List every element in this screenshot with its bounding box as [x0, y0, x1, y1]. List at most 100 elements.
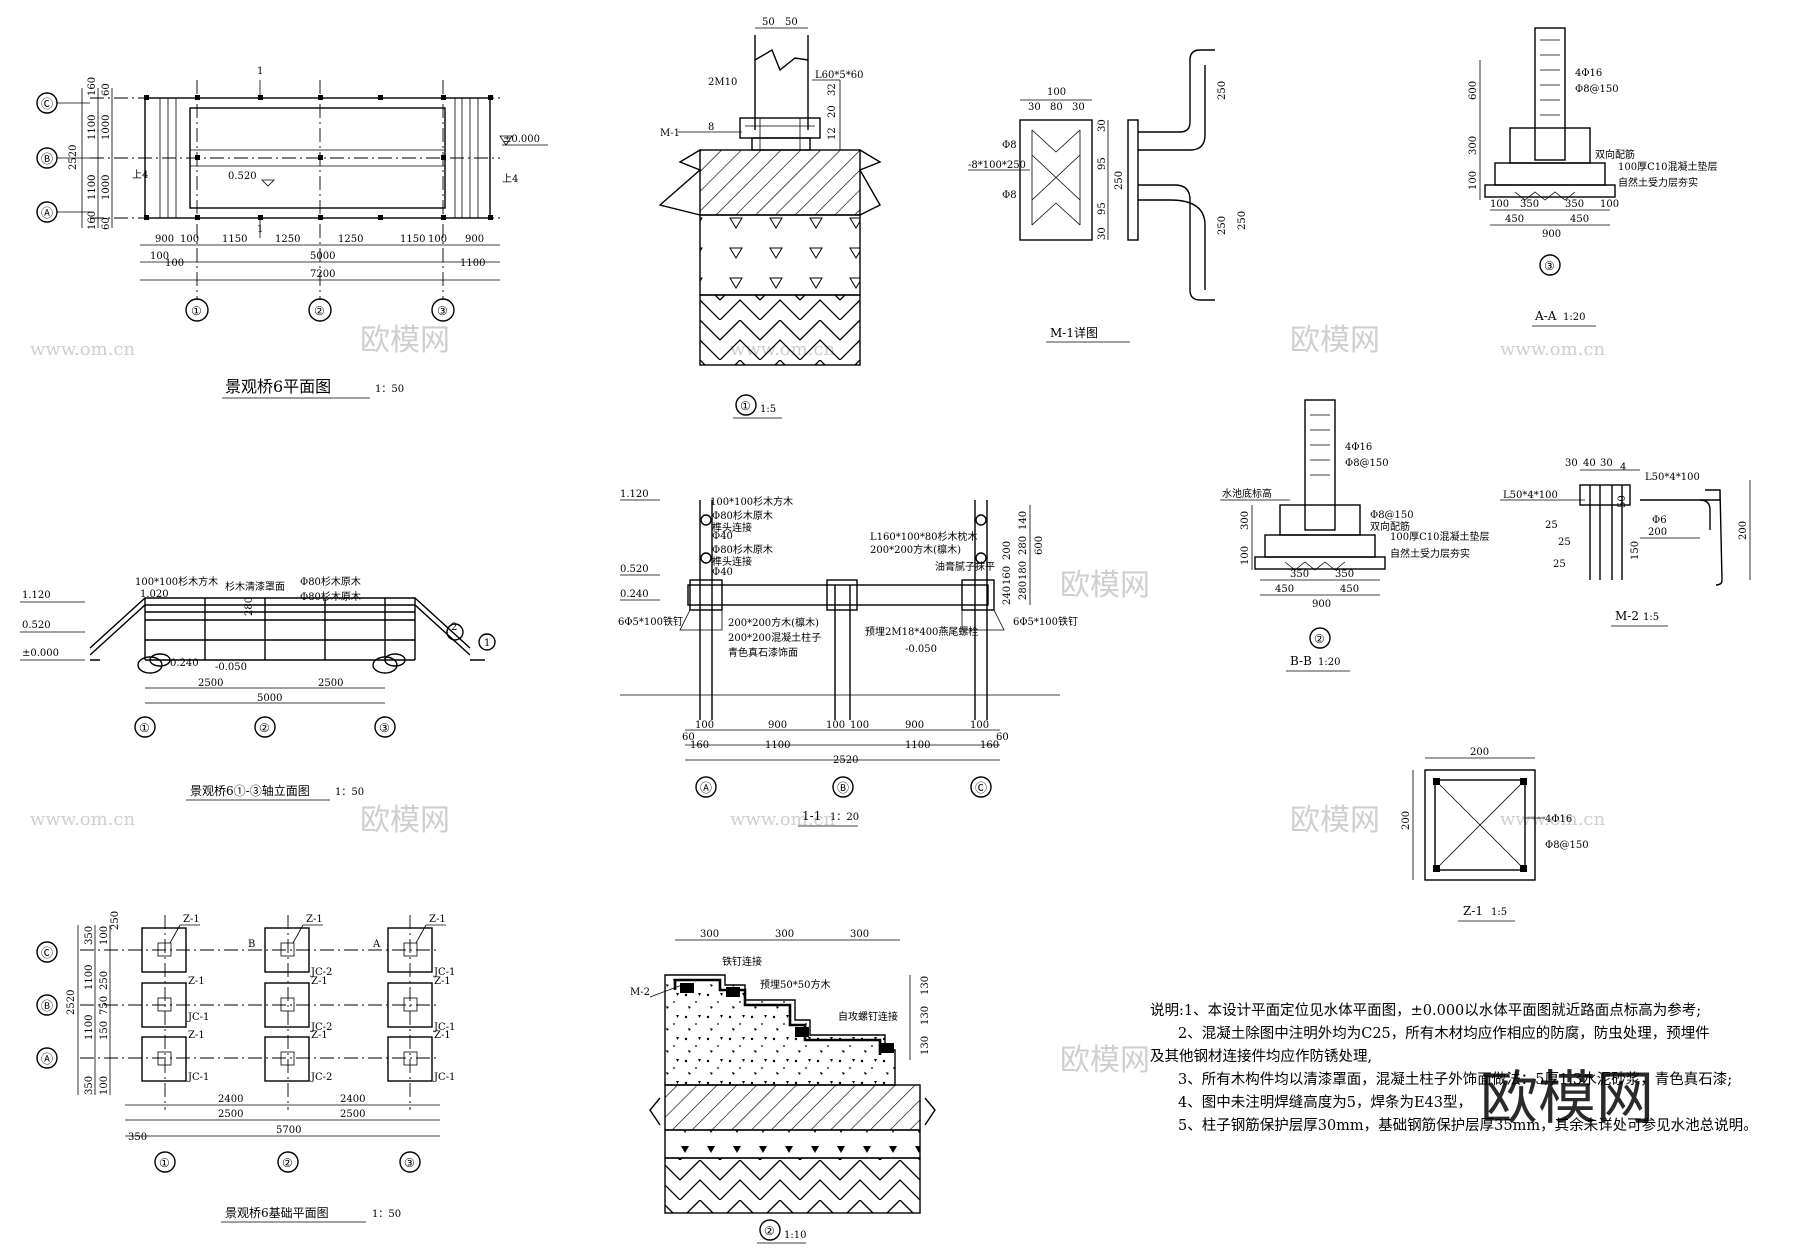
svg-text:200: 200	[1002, 541, 1013, 560]
svg-text:铁钉连接: 铁钉连接	[722, 955, 762, 968]
svg-text:Φ8@150: Φ8@150	[1545, 840, 1589, 851]
svg-text:自然土受力层夯实: 自然土受力层夯实	[1390, 547, 1470, 560]
node2-title: ②	[764, 1224, 775, 1238]
watermark-text: 欧模网	[360, 323, 450, 358]
axis-bubble-c: Ⓒ	[41, 97, 53, 111]
watermark-logo: 欧模网	[1480, 1064, 1654, 1132]
svg-text:30: 30	[1565, 458, 1578, 469]
svg-text:Φ80杉木原木: Φ80杉木原木	[712, 543, 773, 556]
m1-detail: 100 30 80 30 -8*100*250 Φ8 Φ8 95 95 30 3…	[968, 49, 1248, 343]
svg-text:300: 300	[775, 929, 794, 940]
m2-title: M-2	[1615, 609, 1639, 623]
node2-detail: 300 300 300 铁钉连接 预埋50*50方木 自攻螺钉连接 M-2 13…	[630, 929, 936, 1244]
note-line: 及其他钢材连接件均应作防锈处理,	[1150, 1049, 1373, 1065]
svg-text:50: 50	[762, 17, 775, 28]
svg-text:1100: 1100	[460, 258, 485, 269]
svg-text:预埋2M18*400燕尾螺栓: 预埋2M18*400燕尾螺栓	[865, 625, 978, 638]
svg-text:100: 100	[99, 926, 110, 945]
svg-text:2520: 2520	[66, 990, 77, 1015]
svg-text:300: 300	[1468, 136, 1479, 155]
note-line: 4、图中未注明焊缝高度为5，焊条为E43型，	[1178, 1095, 1472, 1111]
svg-text:30: 30	[1072, 102, 1085, 113]
svg-text:Z-1: Z-1	[188, 1030, 205, 1041]
svg-text:JC-2: JC-2	[310, 967, 332, 978]
bb-title: B-B	[1290, 654, 1312, 668]
elevation-title: 景观桥6①-③轴立面图	[190, 783, 310, 798]
svg-text:350: 350	[84, 926, 95, 945]
svg-text:Φ8: Φ8	[1002, 190, 1017, 201]
svg-text:M-1: M-1	[660, 128, 680, 139]
svg-text:-8*100*250: -8*100*250	[968, 160, 1026, 171]
svg-text:250: 250	[1217, 81, 1228, 100]
svg-text:100: 100	[850, 720, 869, 731]
svg-text:160: 160	[87, 77, 98, 96]
svg-text:250: 250	[99, 971, 110, 990]
svg-text:160: 160	[690, 740, 709, 751]
svg-text:6Φ5*100铁钉: 6Φ5*100铁钉	[618, 615, 683, 628]
svg-text:L50*4*100: L50*4*100	[1503, 490, 1558, 501]
watermark-text: 欧模网	[1060, 568, 1150, 603]
svg-text:Z-1: Z-1	[434, 976, 451, 987]
svg-text:Φ8@150: Φ8@150	[1575, 84, 1619, 95]
svg-text:JC-1: JC-1	[187, 1012, 209, 1023]
svg-text:280: 280	[1018, 536, 1029, 555]
svg-text:100: 100	[180, 234, 199, 245]
svg-text:1:20: 1:20	[1563, 312, 1585, 323]
svg-text:5000: 5000	[310, 251, 335, 262]
svg-text:300: 300	[850, 929, 869, 940]
svg-text:JC-1: JC-1	[187, 1072, 209, 1083]
svg-text:280: 280	[1018, 581, 1029, 600]
svg-text:①: ①	[139, 721, 150, 735]
svg-text:1100: 1100	[905, 740, 930, 751]
svg-text:A: A	[372, 939, 381, 950]
m1-title: M-1详图	[1050, 325, 1098, 340]
svg-text:150: 150	[1630, 541, 1641, 560]
svg-text:750: 750	[99, 996, 110, 1015]
svg-text:1000: 1000	[101, 115, 112, 140]
svg-text:180: 180	[1018, 561, 1029, 580]
svg-text:600: 600	[1468, 81, 1479, 100]
svg-text:450: 450	[1275, 584, 1294, 595]
svg-text:Φ80杉木原木: Φ80杉木原木	[300, 590, 361, 603]
svg-text:2500: 2500	[218, 1109, 243, 1120]
svg-text:100*100杉木方木: 100*100杉木方木	[135, 575, 218, 588]
svg-text:2400: 2400	[340, 1094, 365, 1105]
svg-text:160: 160	[87, 211, 98, 230]
svg-text:上4: 上4	[132, 169, 148, 181]
svg-text:6Φ5*100铁钉: 6Φ5*100铁钉	[1013, 615, 1078, 628]
svg-text:预埋50*50方木: 预埋50*50方木	[760, 978, 830, 991]
svg-text:油膏腻子抹平: 油膏腻子抹平	[935, 560, 995, 573]
aa-section: 600 300 100 4Φ16 Φ8@150 双向配筋 100厚C10混凝土垫…	[1468, 27, 1717, 327]
plan-title: 景观桥6平面图	[225, 377, 331, 396]
svg-text:2400: 2400	[218, 1094, 243, 1105]
svg-text:2500: 2500	[198, 678, 223, 689]
svg-text:900: 900	[905, 720, 924, 731]
svg-text:50: 50	[1617, 495, 1628, 508]
axis-bubble-3: ③	[437, 304, 448, 318]
svg-text:1：50: 1：50	[335, 787, 364, 798]
svg-text:M-2: M-2	[630, 987, 650, 998]
svg-text:1250: 1250	[275, 234, 300, 245]
svg-text:榫头连接: 榫头连接	[712, 521, 752, 534]
svg-text:②: ②	[259, 721, 270, 735]
svg-text:Φ8@150: Φ8@150	[1370, 510, 1414, 521]
axis-bubble-a: Ⓐ	[41, 206, 53, 220]
svg-text:1100: 1100	[87, 115, 98, 140]
svg-text:100: 100	[428, 234, 447, 245]
node1-title: ①	[740, 399, 751, 413]
svg-text:2M10: 2M10	[708, 77, 737, 88]
svg-text:80: 80	[1050, 102, 1063, 113]
svg-text:双向配筋: 双向配筋	[1370, 520, 1410, 533]
svg-text:1.020: 1.020	[140, 589, 169, 600]
foundation-title: 景观桥6基础平面图	[225, 1206, 329, 1220]
svg-text:1.120: 1.120	[620, 489, 649, 500]
svg-text:Z-1: Z-1	[183, 914, 200, 925]
svg-text:60: 60	[682, 732, 695, 743]
watermark-url: www.om.cn	[1500, 809, 1606, 830]
svg-text:-0.050: -0.050	[215, 662, 247, 673]
axis-bubble-1: ①	[191, 304, 202, 318]
svg-text:1.120: 1.120	[22, 590, 51, 601]
svg-text:1:5: 1:5	[760, 404, 776, 415]
svg-text:L160*100*80杉木枕木: L160*100*80杉木枕木	[870, 530, 978, 543]
svg-text:JC-2: JC-2	[310, 1072, 332, 1083]
